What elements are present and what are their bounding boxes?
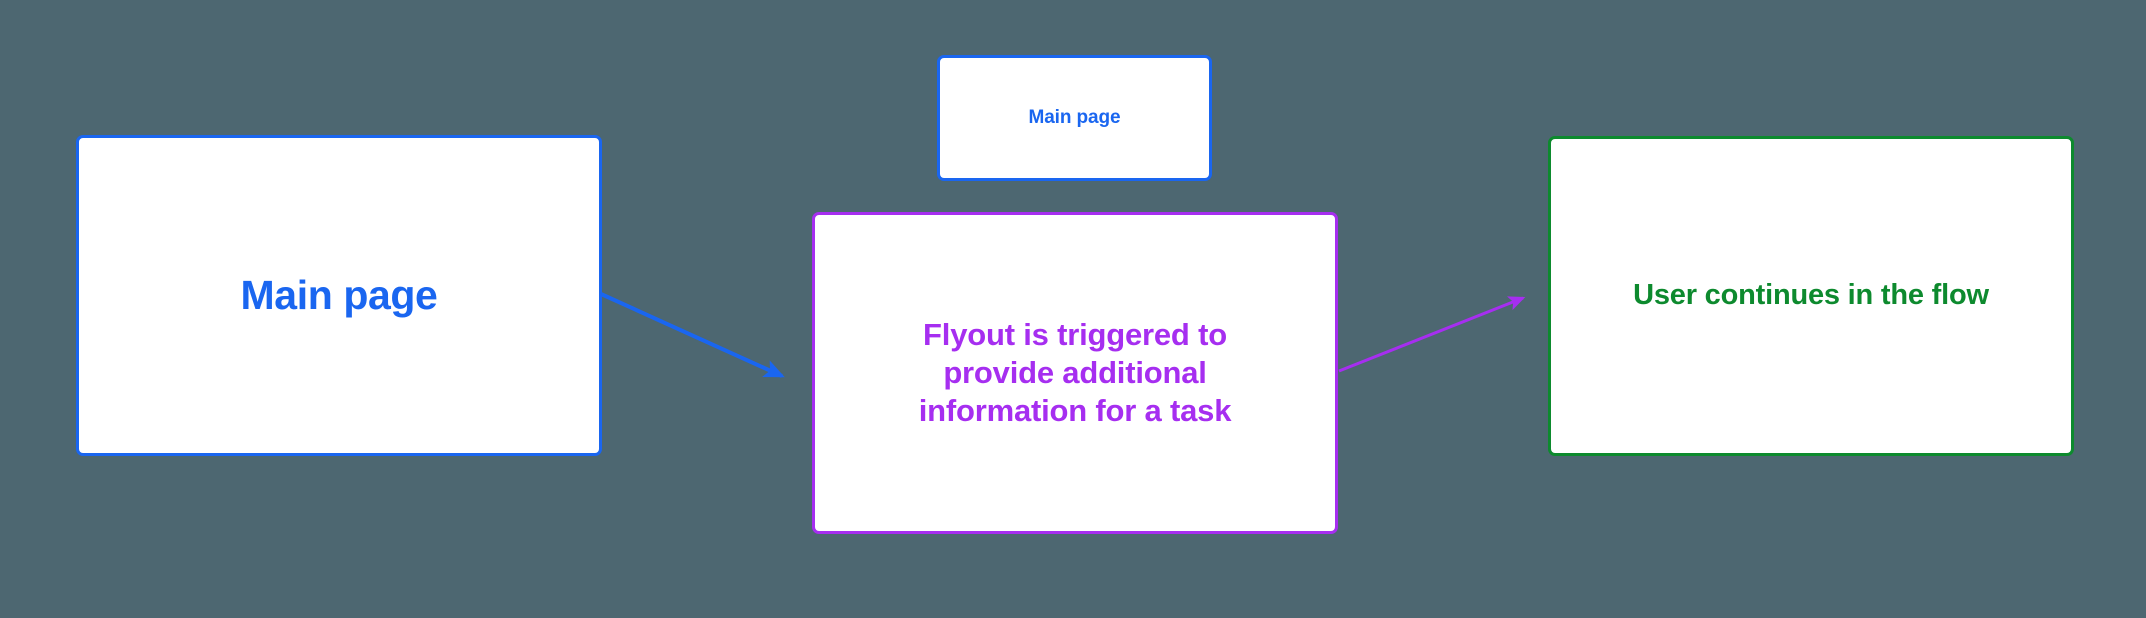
node-user-continues[interactable]: User continues in the flow — [1548, 136, 2074, 456]
node-main-page-large-label: Main page — [240, 272, 438, 319]
edge-main-page-to-flyout — [600, 292, 785, 378]
node-main-page-large[interactable]: Main page — [76, 135, 602, 456]
node-flyout-label: Flyout is triggered to provide additiona… — [918, 317, 1232, 428]
node-main-page-small-label: Main page — [1028, 107, 1121, 129]
node-main-page-small[interactable]: Main page — [937, 55, 1212, 181]
edge-flyout-to-user-continues — [1338, 296, 1526, 373]
node-flyout[interactable]: Flyout is triggered to provide additiona… — [812, 212, 1338, 534]
node-user-continues-label: User continues in the flow — [1633, 279, 1989, 312]
